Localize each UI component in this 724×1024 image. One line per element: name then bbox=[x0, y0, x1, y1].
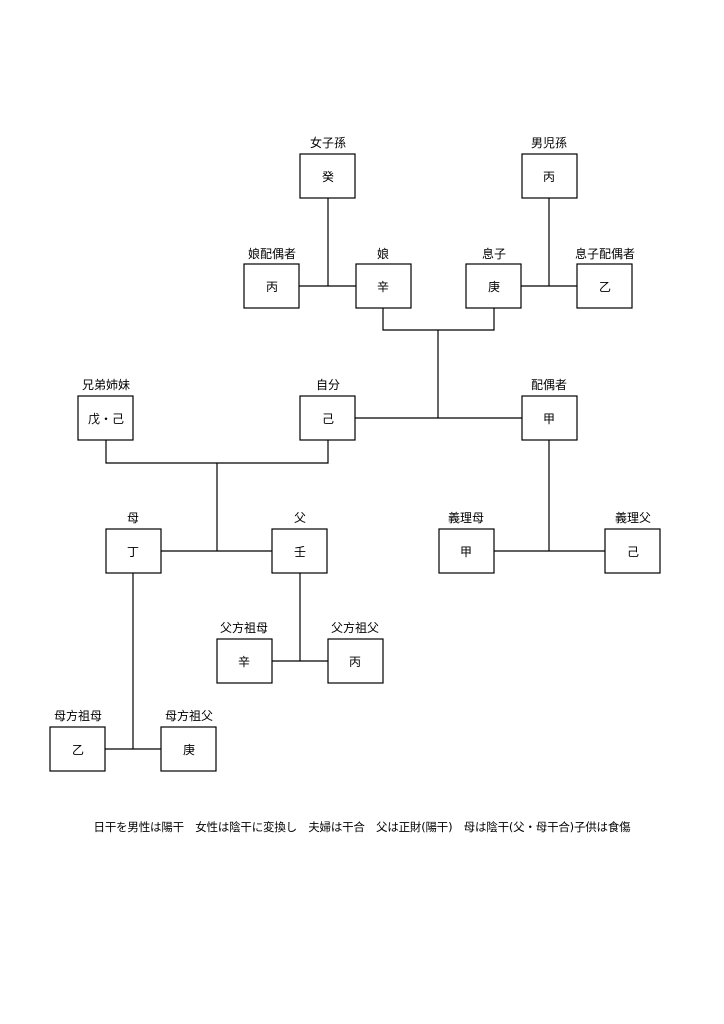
node-son-box bbox=[465, 263, 522, 309]
node-paternal-grandmother-value: 辛 bbox=[238, 655, 250, 669]
node-son-spouse-value: 乙 bbox=[599, 280, 611, 294]
node-father-value: 壬 bbox=[294, 545, 306, 559]
node-maternal-grandmother-label: 母方祖母 bbox=[54, 708, 102, 723]
node-siblings: 兄弟姉妹 戊・己 bbox=[77, 377, 134, 441]
node-paternal-grandfather-label: 父方祖父 bbox=[331, 620, 379, 635]
node-grandson-box bbox=[521, 153, 578, 199]
node-father: 父 壬 bbox=[271, 511, 328, 574]
node-maternal-grandfather-box bbox=[160, 726, 217, 772]
node-father-in-law-value: 己 bbox=[627, 545, 639, 559]
node-paternal-grandmother: 父方祖母 辛 bbox=[216, 620, 273, 684]
node-mother: 母 丁 bbox=[105, 511, 162, 574]
node-maternal-grandmother-box bbox=[49, 726, 106, 772]
node-spouse-value: 甲 bbox=[543, 412, 555, 426]
node-mother-in-law-box bbox=[438, 528, 495, 574]
connectors bbox=[105, 198, 605, 750]
node-maternal-grandmother-value: 乙 bbox=[72, 743, 84, 757]
node-daughter-label: 娘 bbox=[377, 246, 389, 261]
node-daughter-spouse: 娘配偶者 丙 bbox=[243, 246, 300, 309]
node-maternal-grandfather-value: 庚 bbox=[183, 742, 195, 757]
node-father-in-law-box bbox=[604, 528, 661, 574]
line-children-bracket bbox=[382, 308, 495, 331]
node-granddaughter-value: 癸 bbox=[322, 170, 334, 184]
node-daughter-spouse-label: 娘配偶者 bbox=[248, 246, 296, 261]
node-paternal-grandmother-label: 父方祖母 bbox=[220, 620, 268, 635]
node-paternal-grandmother-box bbox=[216, 638, 273, 684]
node-granddaughter-box bbox=[299, 153, 356, 199]
node-granddaughter-label: 女子孫 bbox=[310, 135, 346, 150]
node-daughter-spouse-box bbox=[243, 263, 300, 309]
node-son-spouse-box bbox=[576, 263, 633, 309]
node-son-value: 庚 bbox=[488, 279, 500, 294]
node-father-in-law: 義理父 己 bbox=[604, 510, 661, 574]
node-maternal-grandmother: 母方祖母 乙 bbox=[49, 708, 106, 772]
node-grandson: 男児孫 丙 bbox=[521, 136, 578, 199]
node-mother-box bbox=[105, 528, 162, 574]
node-mother-label: 母 bbox=[127, 511, 139, 525]
node-mother-in-law-value: 甲 bbox=[460, 545, 472, 559]
node-daughter-spouse-value: 丙 bbox=[266, 280, 278, 294]
node-spouse-label: 配偶者 bbox=[531, 378, 567, 392]
node-siblings-value: 戊・己 bbox=[88, 412, 124, 426]
node-siblings-box bbox=[77, 395, 134, 441]
node-daughter-value: 辛 bbox=[377, 280, 389, 294]
diagram-caption: 日干を男性は陽干 女性は陰干に変換し 夫婦は干合 父は正財(陽干) 母は陰干(父… bbox=[93, 820, 631, 834]
node-grandson-value: 丙 bbox=[543, 170, 555, 184]
node-paternal-grandfather-box bbox=[327, 638, 384, 684]
node-spouse-box bbox=[521, 395, 578, 441]
node-son: 息子 庚 bbox=[465, 246, 522, 309]
node-grandson-label: 男児孫 bbox=[531, 136, 567, 150]
node-daughter: 娘 辛 bbox=[355, 246, 412, 309]
node-self-value: 己 bbox=[322, 412, 334, 426]
line-siblings-bracket bbox=[105, 440, 329, 464]
node-spouse: 配偶者 甲 bbox=[521, 378, 578, 441]
node-self: 自分 己 bbox=[299, 378, 356, 441]
node-siblings-label: 兄弟姉妹 bbox=[82, 377, 130, 392]
node-son-spouse-label: 息子配偶者 bbox=[575, 246, 635, 261]
node-granddaughter: 女子孫 癸 bbox=[299, 135, 356, 199]
node-father-in-law-label: 義理父 bbox=[615, 510, 651, 525]
node-maternal-grandfather: 母方祖父 庚 bbox=[160, 708, 217, 772]
node-father-label: 父 bbox=[294, 511, 306, 525]
node-son-spouse: 息子配偶者 乙 bbox=[575, 246, 635, 309]
node-father-box bbox=[271, 528, 328, 574]
node-son-label: 息子 bbox=[482, 246, 506, 261]
node-daughter-box bbox=[355, 263, 412, 309]
node-mother-value: 丁 bbox=[127, 545, 139, 559]
node-self-label: 自分 bbox=[316, 378, 340, 392]
node-mother-in-law-label: 義理母 bbox=[448, 510, 484, 525]
node-self-box bbox=[299, 395, 356, 441]
node-paternal-grandfather-value: 丙 bbox=[349, 655, 361, 669]
node-maternal-grandfather-label: 母方祖父 bbox=[165, 708, 213, 723]
node-paternal-grandfather: 父方祖父 丙 bbox=[327, 620, 384, 684]
node-mother-in-law: 義理母 甲 bbox=[438, 510, 495, 574]
